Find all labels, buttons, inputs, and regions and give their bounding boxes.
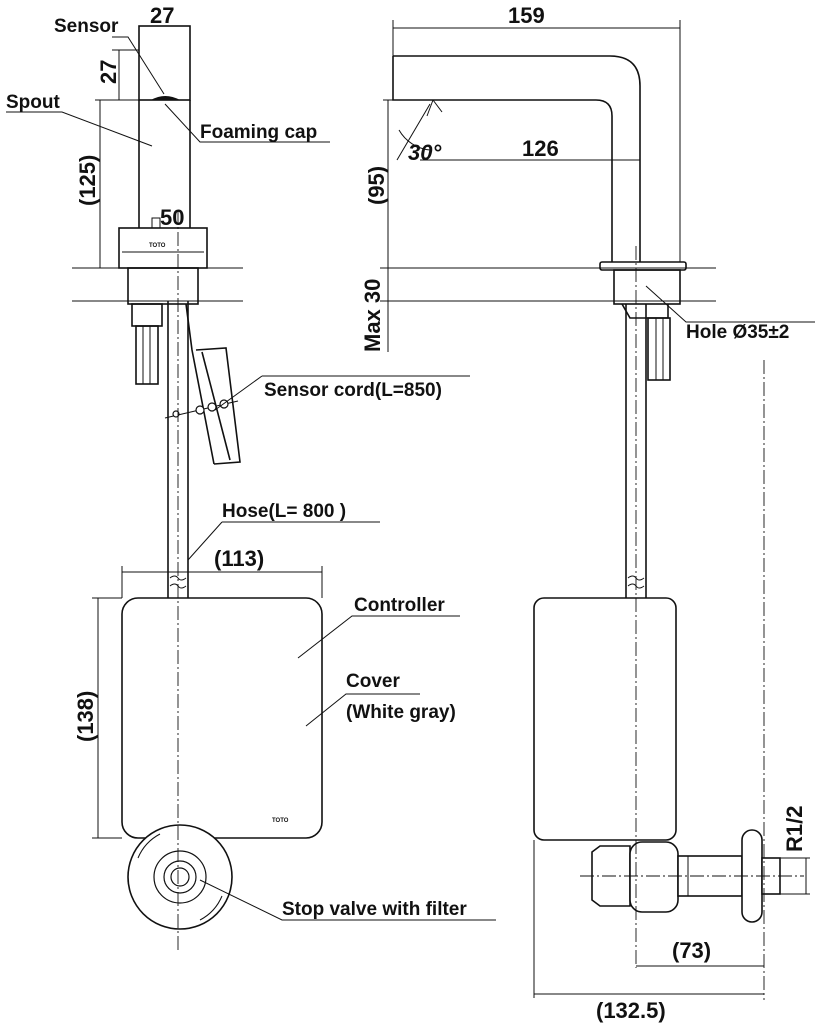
dim-spout-angle-text: 30°: [408, 140, 441, 165]
dim-height-95-text: (95): [364, 166, 389, 205]
hose-leader: [187, 521, 223, 561]
sensor-cord-label: Sensor cord(L=850): [264, 380, 442, 401]
sensor-label: Sensor: [54, 16, 119, 37]
controller-box: [121, 597, 323, 839]
front-view: 27 Sensor 27 Spout Foaming cap (125): [6, 3, 496, 950]
hole-label: Hole Ø35±2: [686, 322, 789, 343]
foaming-cap-label: Foaming cap: [200, 122, 317, 143]
dim-max-30: Max 30: [360, 268, 389, 352]
side-base: [599, 261, 687, 271]
sensor-window: [151, 96, 180, 100]
dim-overall-depth: 159: [392, 3, 681, 262]
side-view: 159 30° 126 (95) Max 30: [360, 3, 815, 1023]
dim-base-width-text: 50: [160, 205, 184, 230]
spout-profile-outer: [393, 55, 641, 262]
dim-sensor-height: 27: [96, 49, 139, 101]
spout-profile-inner: [433, 99, 613, 262]
cover-leader: [305, 693, 420, 727]
dim-max-30-text: Max 30: [360, 279, 385, 352]
dim-spout-reach: 126: [420, 136, 640, 161]
side-stop-valve: [580, 829, 804, 923]
dim-spout-angle: 30°: [396, 103, 441, 165]
sensor-cord: [164, 303, 241, 465]
controller-leader: [297, 615, 460, 659]
spout-leader: [6, 111, 153, 147]
dim-controller-width-text: (113): [214, 546, 264, 571]
hose-label: Hose(L= 800 ): [222, 501, 346, 522]
dim-valve-offset: (73): [636, 938, 764, 967]
dim-top-width: 27: [138, 3, 191, 100]
dim-spout-height: (125): [75, 99, 139, 268]
spout-label: Spout: [6, 92, 60, 113]
dim-controller-height-text: (138): [73, 691, 98, 742]
hole-leader: [645, 285, 815, 323]
dim-valve-offset-text: (73): [672, 938, 711, 963]
cover-color-label: (White gray): [346, 702, 456, 723]
dim-controller-width: (113): [121, 546, 323, 598]
stop-valve: [127, 824, 233, 930]
foaming-cap-leader: [164, 103, 330, 143]
side-controller-box: [533, 597, 677, 841]
dim-thread: R1/2: [780, 806, 810, 895]
dim-controller-height: (138): [73, 597, 122, 839]
stop-valve-label: Stop valve with filter: [282, 899, 467, 920]
dim-spout-height-text: (125): [75, 155, 100, 206]
dim-spout-reach-text: 126: [522, 136, 559, 161]
controller-label: Controller: [354, 595, 445, 616]
dim-overall-depth-text: 159: [508, 3, 545, 28]
dim-height-95: (95): [364, 99, 393, 268]
cover-label: Cover: [346, 671, 400, 692]
dim-thread-text: R1/2: [782, 806, 807, 852]
spout-base: 50 TOTO: [118, 205, 208, 269]
spout-head: [138, 25, 191, 101]
sensor-cord-leader: [214, 375, 263, 411]
sensor-leader: [112, 36, 165, 95]
base-brand-mark: TOTO: [149, 243, 166, 249]
dim-top-width-text: 27: [150, 3, 174, 28]
stop-valve-leader: [199, 879, 496, 921]
controller-brand-mark: TOTO: [272, 818, 289, 824]
dim-overall-offset-text: (132.5): [596, 998, 666, 1023]
hose: [167, 301, 189, 598]
dim-sensor-height-text: 27: [96, 60, 121, 84]
dim-overall-offset: (132.5): [533, 840, 764, 1023]
